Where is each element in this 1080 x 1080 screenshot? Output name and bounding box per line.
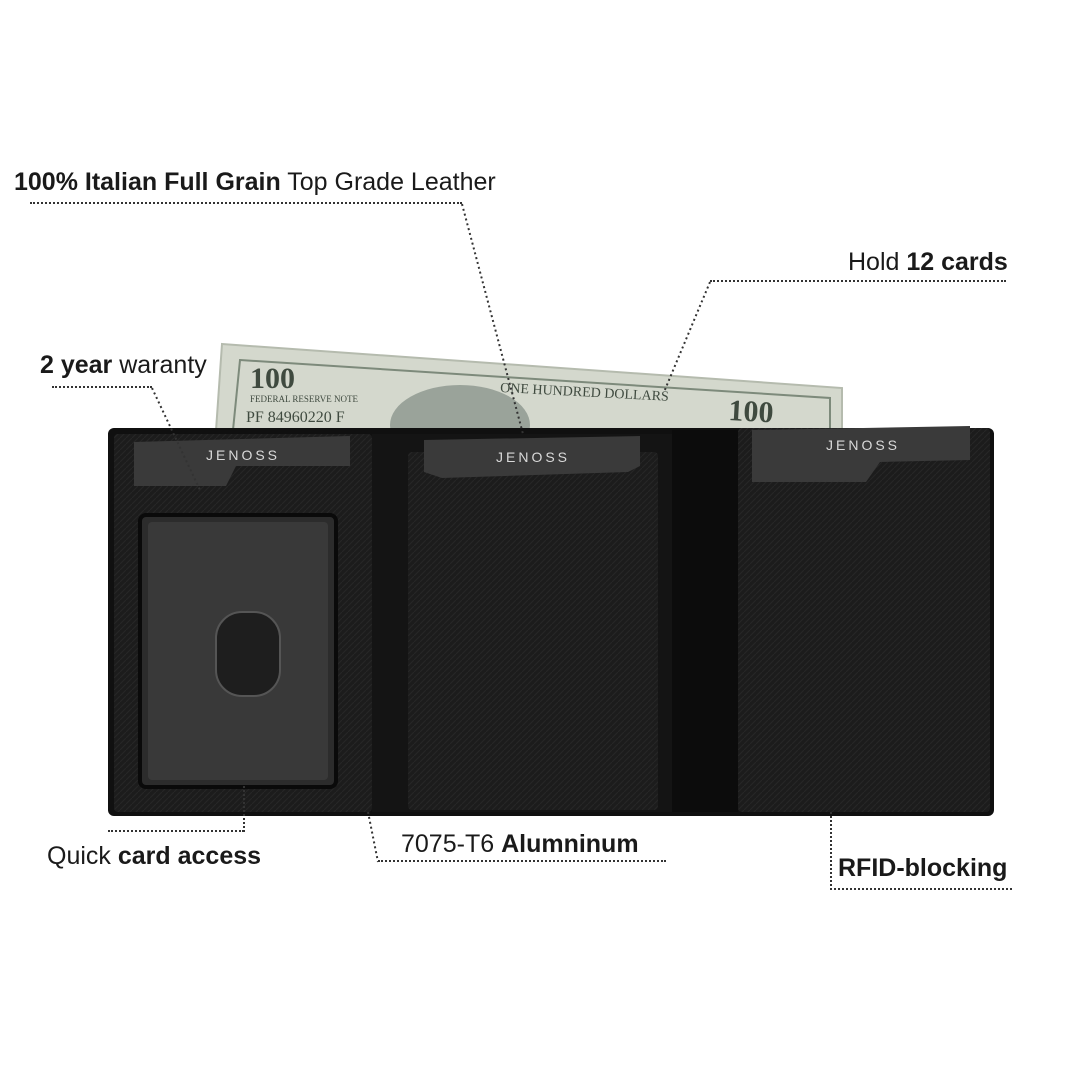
bill-denomination-right: 100 xyxy=(728,394,775,429)
wallet xyxy=(108,428,994,816)
card-brand-center: JENOSS xyxy=(496,449,570,465)
cards-annotation-text: Hold xyxy=(848,248,907,276)
leather-annotation: 100% Italian Full Grain Top Grade Leathe… xyxy=(14,170,496,195)
aluminum-annotation-text: 7075-T6 xyxy=(401,830,502,858)
card-brand-left: JENOSS xyxy=(206,447,280,463)
access-annotation: Quick card access xyxy=(47,844,261,869)
cards-annotation: Hold 12 cards xyxy=(848,250,1008,275)
leather-leader-line xyxy=(30,202,462,204)
access-leader-line xyxy=(108,830,244,832)
rfid-annotation: RFID-blocking xyxy=(838,856,1007,881)
bill-bank-label: FEDERAL RESERVE NOTE xyxy=(250,394,358,404)
leather-annotation-text: Top Grade Leather xyxy=(280,168,496,196)
bill-serial: PF 84960220 F xyxy=(246,409,345,426)
aluminum-annotation-bold: Alumninum xyxy=(501,830,639,858)
access-annotation-text: Quick xyxy=(47,842,118,870)
cards-annotation-bold: 12 cards xyxy=(906,248,1008,276)
warranty-annotation: 2 year waranty xyxy=(40,353,207,378)
warranty-annotation-text: waranty xyxy=(112,351,207,379)
bill-denomination-left: 100 xyxy=(250,362,295,395)
aluminum-annotation: 7075-T6 Alumninum xyxy=(401,832,639,857)
rfid-leader-vertical xyxy=(830,812,832,890)
leather-annotation-bold: 100% Italian Full Grain xyxy=(14,168,281,196)
rfid-annotation-bold: RFID-blocking xyxy=(838,854,1008,882)
access-leader-vertical xyxy=(243,786,245,832)
card-brand-right: JENOSS xyxy=(826,437,900,453)
card-left: JENOSS xyxy=(134,436,350,486)
access-annotation-bold: card access xyxy=(117,842,262,870)
aluminum-leader-line xyxy=(378,860,666,862)
card-right: JENOSS xyxy=(752,426,970,482)
rfid-leader-line xyxy=(830,888,1012,890)
warranty-annotation-bold: 2 year xyxy=(40,351,113,379)
warranty-leader-line xyxy=(52,386,152,388)
cards-leader-line xyxy=(710,280,1006,282)
card-center: JENOSS xyxy=(424,436,640,478)
